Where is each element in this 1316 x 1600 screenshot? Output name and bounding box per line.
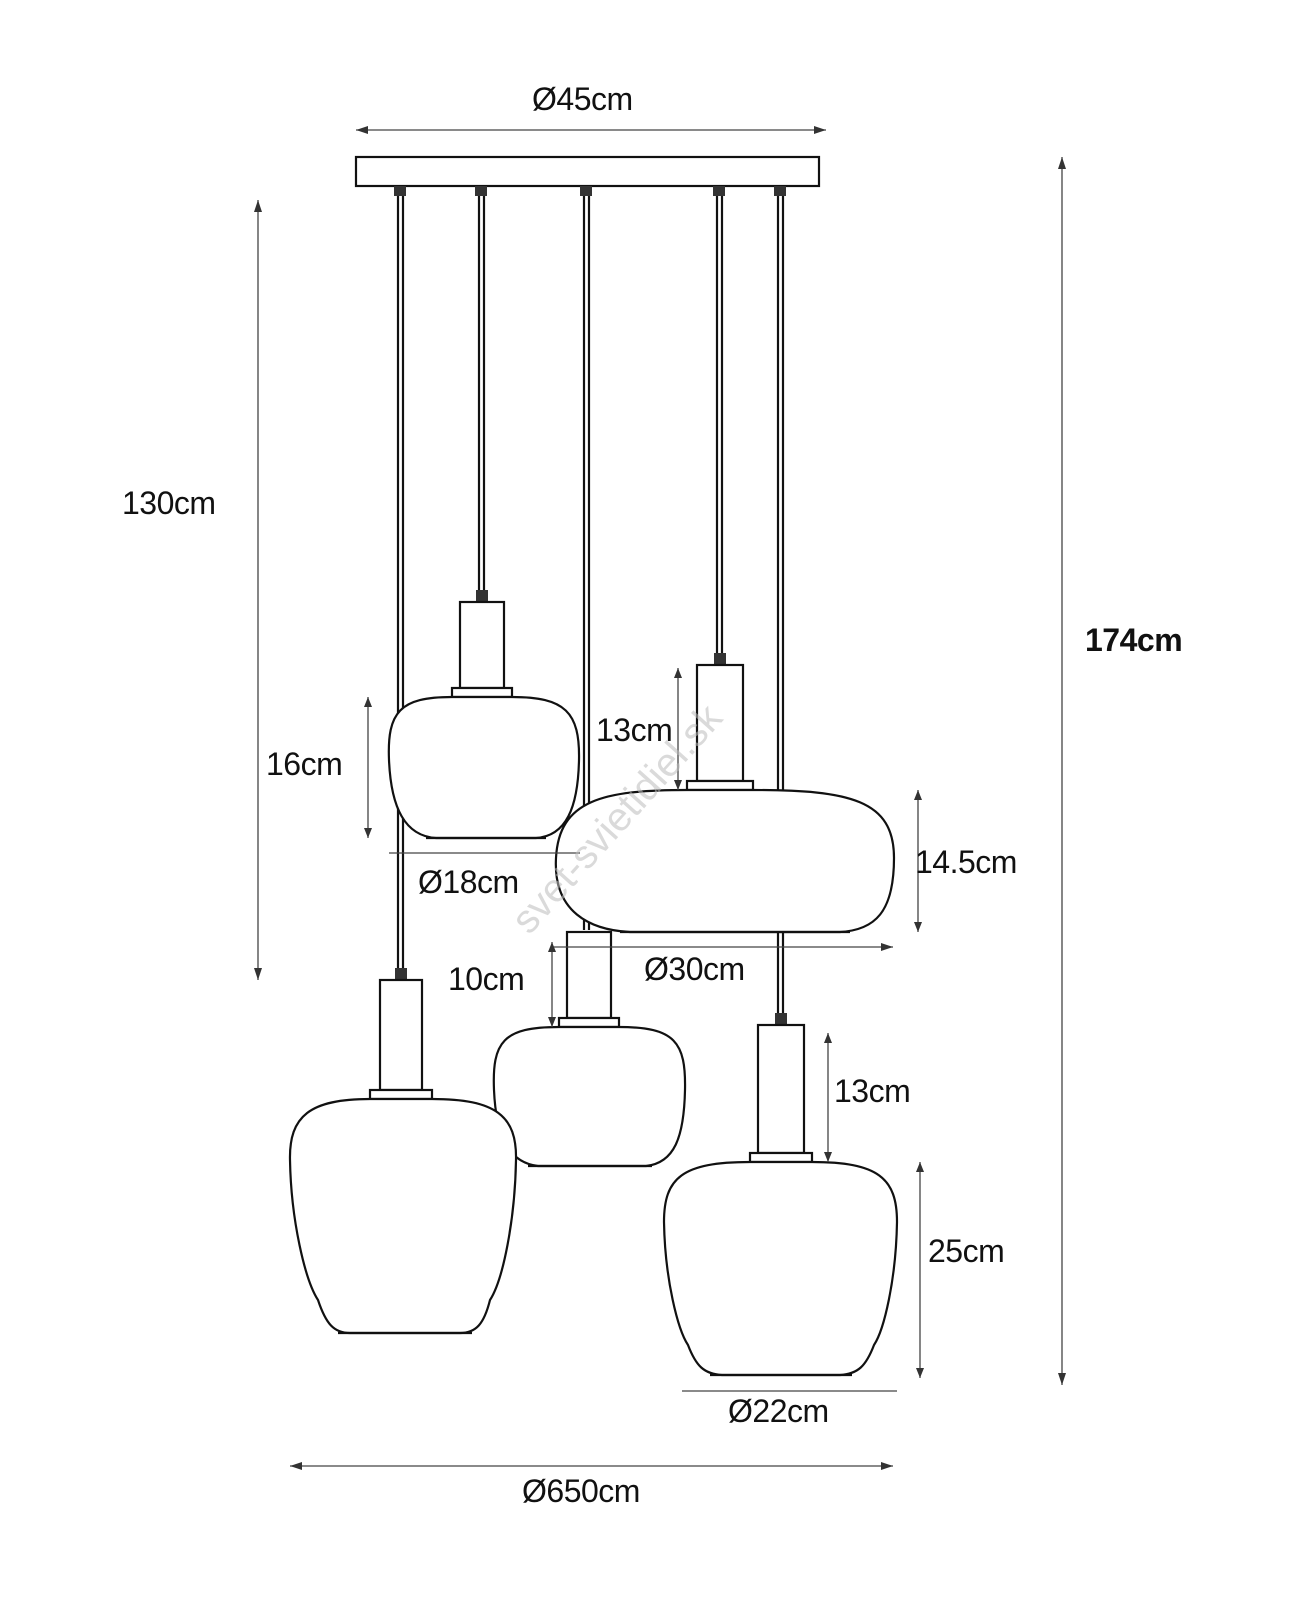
dimension-lines	[254, 126, 1066, 1470]
shade-b-neck-label: 13cm	[596, 712, 673, 748]
canopy-diameter-label: Ø45cm	[532, 81, 633, 117]
overall-diameter-label: Ø650cm	[522, 1473, 640, 1509]
shade-e-height-label: 25cm	[928, 1233, 1005, 1269]
cable-length-label: 130cm	[122, 485, 216, 521]
ceiling-canopy	[354, 155, 821, 196]
pendant-c	[492, 930, 687, 1168]
shade-e-diameter-label: Ø22cm	[728, 1393, 829, 1429]
shade-b-height-label: 14.5cm	[915, 844, 1017, 880]
pendant-d	[288, 968, 518, 1335]
pendant-a	[387, 590, 581, 840]
pendant-b	[554, 653, 896, 934]
shade-a-diameter-label: Ø18cm	[418, 864, 519, 900]
shade-c-neck-label: 10cm	[448, 961, 525, 997]
shade-e-neck-label: 13cm	[834, 1073, 911, 1109]
shade-b-diameter-label: Ø30cm	[644, 951, 745, 987]
total-height-label: 174cm	[1085, 622, 1183, 658]
shade-a-height-label: 16cm	[266, 746, 343, 782]
pendant-e	[662, 1013, 899, 1377]
